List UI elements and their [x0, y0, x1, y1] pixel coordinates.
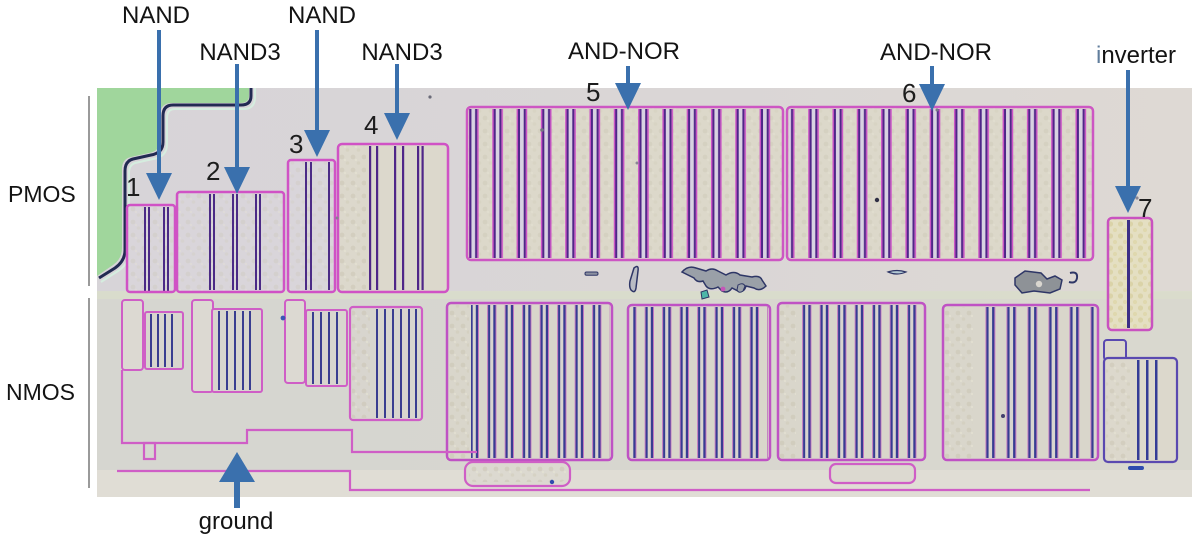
pmos-cell-4-nand3	[336, 142, 450, 294]
ground-bus	[117, 370, 1090, 492]
pmos-cell-1-nand	[125, 203, 177, 294]
nmos-block-2	[626, 303, 772, 462]
marker-3: 3	[289, 129, 304, 159]
label-nand3-2: NAND3	[361, 39, 443, 66]
pmos-row-bracket	[88, 96, 90, 286]
marker-7: 7	[1138, 193, 1153, 223]
and-nor-block-5	[465, 105, 785, 262]
nmos-block-3	[776, 301, 927, 462]
inverter-nmos-cell	[1102, 339, 1179, 470]
marker-6: 6	[902, 78, 917, 108]
pmos-cell-3-nand	[286, 158, 337, 294]
label-nand-1: NAND	[121, 2, 191, 29]
pmos-cell-2-nand3	[175, 190, 286, 294]
label-and-nor-2: AND-NOR	[880, 39, 992, 66]
and-nor-block-6	[785, 105, 1095, 262]
label-pmos-row: PMOS	[8, 181, 76, 207]
nmos-cell-group-1	[121, 299, 184, 371]
label-nmos-row: NMOS	[6, 379, 75, 405]
nmos-block-1	[445, 301, 614, 462]
nmos-cell-group-2	[191, 299, 263, 393]
marker-1: 1	[126, 172, 141, 202]
surface-debris	[584, 265, 1079, 300]
nmos-cell-group-3	[284, 299, 348, 387]
inverter-label-first-letter: i	[1095, 42, 1102, 69]
label-inverter: inverter	[1096, 43, 1176, 68]
label-nand-2: NAND	[287, 2, 357, 29]
inverter-pmos-cell	[1106, 216, 1154, 332]
label-and-nor-1: AND-NOR	[568, 38, 680, 65]
nmos-cell-group-4	[348, 305, 424, 422]
nmos-block-4	[941, 303, 1100, 462]
inverter-label-rest: nverter	[1101, 42, 1177, 69]
nmos-row-bracket	[88, 298, 90, 488]
marker-5: 5	[586, 77, 601, 107]
label-ground: ground	[198, 508, 274, 535]
marker-4: 4	[364, 110, 379, 140]
die-photo	[97, 88, 1192, 497]
marker-2: 2	[206, 156, 221, 186]
label-nand3-1: NAND3	[199, 39, 281, 66]
